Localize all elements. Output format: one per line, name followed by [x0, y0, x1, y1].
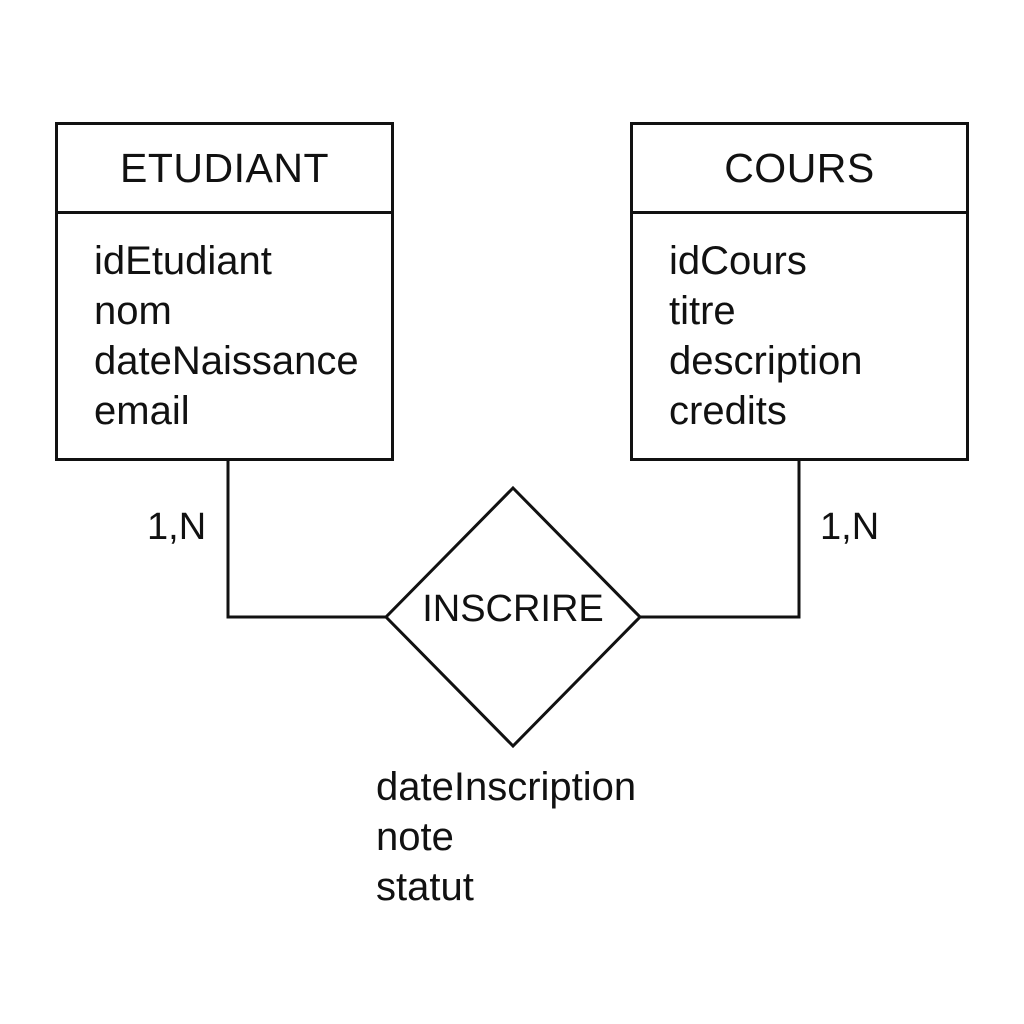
attribute-item: nom [94, 289, 172, 333]
entity-cours: COURS idCours titre description credits [630, 122, 969, 461]
attribute-item: titre [669, 289, 736, 333]
relationship-name: INSCRIRE [422, 588, 604, 630]
attribute-item: credits [669, 389, 787, 433]
attribute-item: dateNaissance [94, 339, 359, 383]
relationship-attributes: dateInscription note statut [376, 762, 636, 912]
entity-cours-attributes: idCours titre description credits [633, 214, 966, 436]
link-etudiant-inscrire [226, 461, 386, 619]
relationship-diamond [383, 485, 643, 749]
attribute-item: statut [376, 865, 474, 909]
cardinality-cours: 1,N [820, 506, 880, 548]
entity-etudiant-title: ETUDIANT [58, 125, 391, 214]
attribute-item: dateInscription [376, 765, 637, 809]
entity-cours-title: COURS [633, 125, 966, 214]
entity-etudiant: ETUDIANT idEtudiant nom dateNaissance em… [55, 122, 394, 461]
attribute-item: note [376, 815, 454, 859]
link-cours-inscrire [640, 461, 801, 619]
attribute-item: description [669, 339, 863, 383]
cardinality-etudiant: 1,N [147, 506, 207, 548]
entity-etudiant-attributes: idEtudiant nom dateNaissance email [58, 214, 391, 436]
attribute-item: idCours [669, 239, 807, 283]
attribute-item: email [94, 389, 190, 433]
attribute-item: idEtudiant [94, 239, 272, 283]
